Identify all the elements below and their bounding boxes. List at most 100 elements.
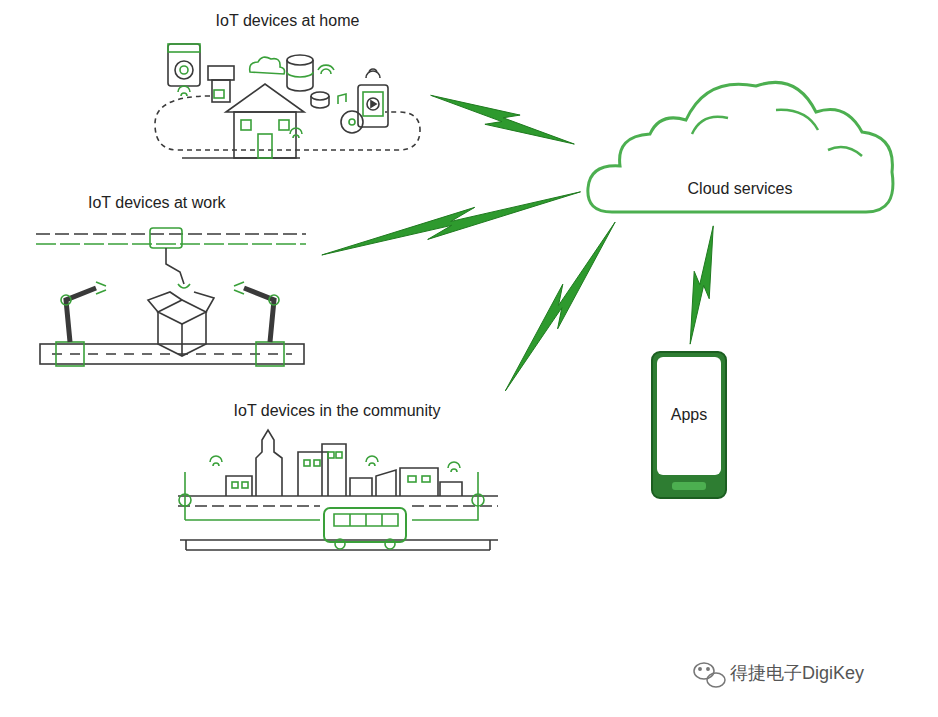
factory-illustration — [40, 344, 304, 364]
home-illustration — [287, 60, 313, 91]
city-illustration — [335, 539, 345, 549]
home-illustration — [178, 86, 190, 96]
home-illustration — [290, 128, 302, 138]
watermark: 得捷电子DigiKey — [730, 661, 864, 685]
city-illustration — [210, 456, 222, 466]
home-illustration — [226, 84, 304, 112]
home-illustration — [318, 65, 334, 74]
city-illustration — [314, 460, 320, 466]
city-illustration — [366, 456, 378, 466]
cloud-detail — [692, 110, 862, 156]
city-illustration — [322, 444, 346, 496]
city-illustration — [324, 508, 406, 542]
factory-illustration — [148, 292, 214, 312]
home-illustration — [367, 98, 379, 110]
device-group: IoT devices at home — [150, 6, 425, 162]
home-illustration — [311, 92, 329, 100]
cloud-outline — [580, 72, 900, 220]
phone-outline — [650, 350, 728, 500]
lightning-connector — [322, 192, 581, 255]
home-illustration — [234, 112, 296, 158]
factory-illustration — [244, 288, 274, 342]
city-illustration — [178, 505, 498, 507]
factory-illustration — [36, 243, 306, 245]
home-illustration — [349, 119, 355, 125]
factory-illustration — [36, 228, 306, 366]
factory-illustration — [36, 233, 306, 235]
home-illustration — [155, 96, 210, 150]
city-illustration — [385, 539, 395, 549]
home-illustration — [287, 55, 313, 65]
home-illustration — [363, 92, 383, 116]
phone-screen — [657, 357, 721, 475]
city-illustration — [336, 452, 342, 458]
home-illustration — [341, 111, 363, 133]
wechat-icon — [707, 673, 725, 687]
factory-illustration — [269, 295, 279, 305]
city-illustration — [440, 482, 462, 496]
node-label: Cloud services — [688, 180, 793, 198]
city-illustration — [178, 495, 498, 497]
city-illustration — [256, 430, 282, 496]
lightning-connector — [690, 226, 713, 344]
wechat-icon — [694, 663, 714, 679]
home-illustration — [311, 96, 329, 108]
city-illustration — [178, 430, 498, 550]
city-illustration — [334, 514, 398, 526]
city-illustration — [412, 472, 478, 520]
city-illustration — [328, 452, 334, 458]
home-illustration — [214, 90, 224, 98]
factory-illustration — [158, 300, 206, 324]
home-illustration — [371, 101, 376, 107]
home-illustration — [168, 44, 200, 86]
city-illustration — [408, 476, 416, 482]
factory-illustration — [234, 282, 244, 294]
factory-illustration — [96, 282, 106, 294]
factory-illustration — [181, 324, 183, 356]
phone-shape: Apps — [650, 350, 728, 500]
city-illustration — [376, 470, 396, 496]
home-illustration — [250, 57, 285, 74]
city-illustration — [179, 494, 191, 506]
cloud-shape: Cloud services — [580, 72, 900, 220]
city-illustration — [422, 476, 430, 482]
home-illustration — [366, 69, 380, 78]
factory-illustration — [256, 342, 284, 366]
city-illustration — [400, 468, 438, 496]
home-illustration — [212, 80, 230, 102]
city-illustration — [242, 482, 248, 488]
wechat-icon — [707, 668, 709, 670]
city-illustration — [350, 478, 372, 496]
factory-illustration — [158, 312, 206, 356]
city-illustration — [185, 472, 320, 520]
home-illustration — [338, 94, 346, 104]
home-illustration — [178, 112, 420, 150]
city-illustration — [448, 462, 460, 472]
lightning-connector — [431, 95, 575, 144]
device-group: IoT devices in the community — [172, 396, 502, 556]
phone-button — [672, 482, 706, 490]
group-heading: IoT devices in the community — [234, 402, 441, 420]
city-illustration — [232, 482, 238, 488]
home-illustration — [241, 120, 251, 130]
home-illustration — [287, 72, 313, 77]
home-illustration — [279, 120, 289, 130]
device-group: IoT devices at work — [30, 188, 316, 368]
factory-illustration — [61, 295, 71, 305]
city-illustration — [210, 452, 460, 488]
factory-illustration — [150, 228, 182, 248]
city-illustration — [226, 476, 252, 496]
group-heading: IoT devices at work — [88, 194, 226, 212]
home-illustration — [208, 66, 234, 80]
home-illustration — [175, 61, 193, 79]
lightning-connector — [505, 222, 615, 391]
city-illustration — [298, 452, 328, 496]
factory-illustration — [66, 288, 96, 342]
phone-body — [652, 352, 726, 498]
home-illustration — [155, 44, 420, 158]
city-illustration — [304, 460, 310, 466]
cloud-outline — [588, 82, 893, 212]
group-heading: IoT devices at home — [216, 12, 360, 30]
city-illustration — [472, 494, 484, 506]
factory-illustration — [166, 248, 184, 284]
